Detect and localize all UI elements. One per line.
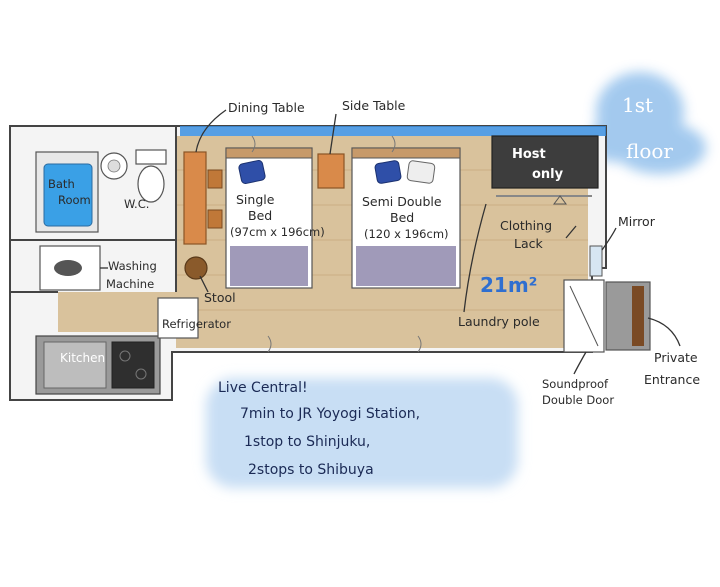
single-bed: Single Bed (97cm x 196cm) (225, 147, 325, 289)
side-table: Side Table (317, 98, 406, 189)
host-only-area: Host only Clothing Lack (491, 135, 599, 251)
bathroom: Bath Room (35, 151, 99, 233)
kitchen: Kitchen (35, 335, 161, 395)
area-label: 21m² (480, 273, 537, 297)
wall-accent (180, 126, 606, 136)
dining-table: Dining Table (183, 100, 305, 245)
note-line1: Live Central! (218, 380, 308, 396)
washing-machine-label-line2: Machine (106, 277, 154, 291)
semi-double-bed-label-line2: Bed (390, 210, 414, 225)
mirror: Mirror (589, 214, 656, 277)
chair-icon (207, 169, 223, 189)
mirror-label: Mirror (618, 214, 656, 229)
interior-walls (10, 126, 177, 293)
refrigerator-label: Refrigerator (162, 317, 231, 331)
soundproof-door-label-line1: Soundproof (542, 377, 609, 391)
floor-badge-line2: floor (626, 139, 673, 163)
stool: Stool (184, 256, 236, 305)
refrigerator: Refrigerator (157, 297, 231, 339)
kitchen-label: Kitchen (60, 351, 105, 365)
pillow-icon (406, 160, 436, 184)
laundry-pole-label: Laundry pole (458, 314, 540, 329)
stool-label: Stool (204, 290, 236, 305)
note-line3: 1stop to Shinjuku, (244, 434, 370, 450)
host-only-label-line2: only (532, 167, 564, 182)
pillow-icon (238, 159, 266, 185)
entrance: Private Entrance Soundproof Double Door (542, 279, 700, 407)
single-bed-label-line2: Bed (248, 208, 272, 223)
host-only-label-line1: Host (512, 147, 546, 162)
chair-icon (207, 209, 223, 229)
washing-drum-icon (54, 260, 82, 276)
location-note: Live Central! 7min to JR Yoyogi Station,… (206, 378, 518, 488)
laundry-pole: Laundry pole (458, 203, 540, 329)
floor-badge-line1: 1st (622, 93, 653, 117)
note-line2: 7min to JR Yoyogi Station, (240, 406, 420, 422)
wc-label: W.C. (124, 197, 149, 211)
clothing-rack-label-line2: Lack (514, 236, 543, 251)
side-table-label: Side Table (342, 98, 406, 113)
private-entrance-label-line2: Entrance (644, 372, 700, 387)
wc: W.C. (100, 149, 167, 211)
window-ropes (251, 135, 422, 353)
single-bed-label-line1: Single (236, 192, 275, 207)
semi-double-bed: Semi Double Bed (120 x 196cm) (351, 147, 461, 289)
clothing-rack-label-line1: Clothing (500, 218, 552, 233)
bathroom-label-line1: Bath (48, 177, 75, 191)
single-bed-size: (97cm x 196cm) (230, 225, 325, 239)
washing-machine: Washing Machine (39, 245, 157, 291)
dining-table-label: Dining Table (228, 100, 305, 115)
toilet-tank-icon (135, 149, 167, 165)
stool-icon (184, 256, 208, 280)
hanger-icon (553, 195, 567, 205)
bathroom-label-line2: Room (58, 193, 91, 207)
note-line4: 2stops to Shibuya (248, 462, 374, 478)
door-icon (632, 286, 644, 346)
semi-double-bed-size: (120 x 196cm) (364, 227, 449, 241)
stove-icon (111, 341, 155, 389)
semi-double-bed-label-line1: Semi Double (362, 194, 442, 209)
pillow-icon (374, 160, 402, 184)
soundproof-door-label-line2: Double Door (542, 393, 614, 407)
washing-machine-label-line1: Washing (108, 259, 157, 273)
private-entrance-label-line1: Private (654, 350, 698, 365)
toilet-icon (137, 165, 165, 203)
